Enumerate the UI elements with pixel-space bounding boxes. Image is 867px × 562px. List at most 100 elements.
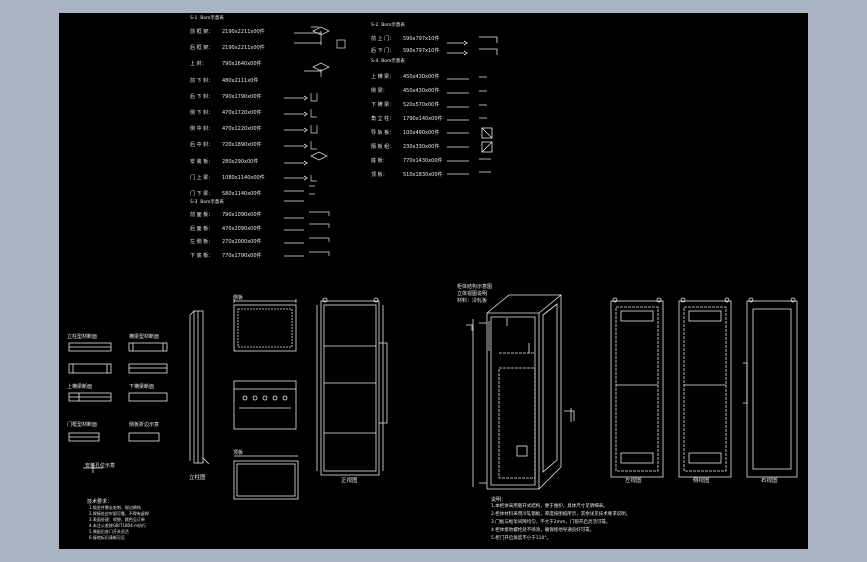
profile-icons-left (309, 26, 346, 256)
part-name: 侧 梁： (371, 88, 388, 94)
part-spec: 770x1790x00件 (222, 252, 262, 259)
part-name: 导 轨 板： (371, 130, 395, 136)
part-spec: 790x1790x00件 (222, 93, 262, 100)
part-spec: 230x330x00件 (403, 144, 440, 150)
section-header-2: S-2. Bom示意表 (371, 23, 405, 28)
detail-label-3: 上横梁断面 (67, 384, 93, 390)
part-spec: 2190x2211x00件 (222, 29, 265, 35)
part-spec: 1080x1140x00件 (222, 174, 265, 181)
isometric-view (466, 294, 575, 490)
part-spec: 720x1890x00件 (222, 142, 262, 149)
part-spec: 790x1090x00件 (222, 212, 262, 218)
view-label-left: 左视图 (625, 478, 642, 484)
part-name: 后 框 架： (190, 45, 214, 52)
part-spec: 470x1720x00件 (222, 110, 262, 116)
note-line: 4.柜体接地螺栓处不喷涂，确保接地导通良好可靠。 (491, 528, 595, 533)
part-name: 后 下 门： (371, 48, 395, 54)
part-spec: 510x1830x00件 (403, 172, 443, 178)
top-panel-label: 顶板 (233, 450, 244, 456)
part-name: 前 框 架： (190, 29, 214, 35)
view-label-side: 侧视图 (693, 478, 710, 484)
part-spec: 480x2111x0件 (222, 77, 259, 84)
side-panel-drawing (233, 299, 297, 352)
section-header-1: S-1. Bom示意表 (190, 16, 224, 21)
part-spec: 280x290x00件 (222, 158, 259, 165)
part-spec: 580x1140x00件 (222, 191, 262, 197)
bom-sketches-left (284, 26, 322, 257)
iso-title-line-2: 立体视图说明 (457, 291, 488, 297)
part-spec: 470x1220x00件 (222, 126, 262, 133)
detail-label-2: 横梁型材断面 (129, 334, 160, 340)
view-label-rail: 立柱图 (189, 475, 206, 481)
notes-right-title: 说明： (491, 497, 507, 503)
note-line: 5.装配后各门开关灵活 (89, 529, 129, 534)
note-line: 3.门板与框架间隙均匀，不大于2mm，门锁开启灵活可靠。 (491, 520, 611, 525)
detail-label-5: 门框型材断面 (67, 422, 98, 428)
part-name: 角 立 柱： (371, 116, 395, 122)
part-name: 门 上 梁： (190, 174, 214, 181)
profile-details (68, 342, 168, 473)
part-spec: 2190x2211x00件 (222, 45, 265, 52)
notes-left-title: 技术要求： (87, 499, 113, 505)
part-name: 后 面 板： (190, 225, 214, 232)
note-line: 2.焊接处应牢固可靠，不得有虚焊 (89, 511, 149, 516)
part-name: 上 封： (190, 61, 207, 68)
section-header-3: S-3. Bom示意表 (190, 200, 224, 205)
part-spec: 790x1640x00件 (222, 61, 262, 68)
part-name: 侧 中 封： (190, 126, 214, 133)
detail-label-7: 安装孔位示意 (85, 463, 116, 469)
note-line: 3.表面处理：喷塑，颜色见订单 (89, 517, 145, 522)
part-name: 侧 下 封： (190, 110, 214, 116)
elevation-right-2 (678, 297, 732, 478)
part-name: 下 底 板： (190, 252, 214, 259)
part-spec: 1790x140x00件 (403, 116, 443, 122)
front-view-cabinet (316, 297, 388, 476)
note-line: 4.未注公差按GB/T1804-m执行 (89, 523, 146, 528)
note-line: 6.接地标识清晰可见 (89, 535, 125, 540)
part-name: 底 板： (371, 158, 388, 164)
part-name: 隔 板 组： (371, 144, 395, 150)
note-line: 1.钣金件需去毛刺，锐边倒钝 (89, 505, 141, 510)
detail-label-6: 侧板折边示意 (129, 422, 160, 428)
part-name: 左 侧 板： (190, 239, 214, 245)
part-name: 后 中 封： (190, 142, 214, 149)
part-spec: 520x570x00件 (403, 102, 440, 108)
iso-title-line-3: 材料：冷轧板 (457, 298, 488, 304)
part-spec: 590x797x10件 (403, 36, 440, 42)
part-spec: 590x797x10件 (403, 48, 440, 54)
elevation-right-3 (743, 297, 798, 478)
top-panel-drawing (233, 455, 299, 500)
side-panel-label: 侧板 (233, 295, 244, 301)
drawing-geometry (68, 26, 798, 500)
detail-label-1: 立柱型材断面 (67, 334, 98, 340)
part-spec: 450x430x00件 (403, 88, 440, 94)
mid-panel-drawing (233, 380, 297, 430)
bom-sketches-right (447, 36, 498, 175)
iso-title-line-1: 柜体结构示意图 (457, 284, 493, 290)
part-name: 前 下 封： (190, 77, 214, 84)
part-spec: 100x490x00件 (403, 130, 440, 136)
note-line: 1.本柜体采用敞开式结构，便于维护，具体尺寸见明细表。 (491, 504, 608, 509)
part-name: 上 横 梁： (371, 74, 395, 80)
part-name: 下 横 梁： (371, 102, 395, 108)
part-name: 门 下 梁： (190, 191, 214, 197)
part-spec: 270x2000x00件 (222, 239, 262, 245)
part-name: 前 面 板： (190, 212, 214, 218)
elevation-right-1 (610, 297, 664, 478)
part-spec: 450x430x00件 (403, 74, 440, 80)
part-name: 安 装 板： (190, 158, 214, 165)
note-line: 2.柜体材料采用冷轧钢板，厚度按图纸所示，其余详见技术要求说明。 (491, 512, 631, 517)
part-name: 顶 板： (371, 172, 388, 178)
part-spec: 470x2090x00件 (222, 225, 262, 232)
section-header-4: S-4. Bom示意表 (371, 59, 405, 64)
view-label-front: 正视图 (341, 478, 358, 484)
part-name: 后 下 封： (190, 93, 214, 100)
detail-label-4: 下横梁断面 (129, 384, 155, 390)
note-line: 5.柜门开启角度不小于110°。 (491, 536, 552, 541)
cad-drawing-canvas[interactable]: S-1. Bom示意表 S-3. Bom示意表 S-2. Bom示意表 S-4.… (59, 13, 808, 549)
view-label-right: 右视图 (761, 478, 778, 484)
part-spec: 770x1430x00件 (403, 158, 443, 164)
rail-drawing (189, 310, 210, 465)
part-name: 前 上 门： (371, 36, 395, 42)
